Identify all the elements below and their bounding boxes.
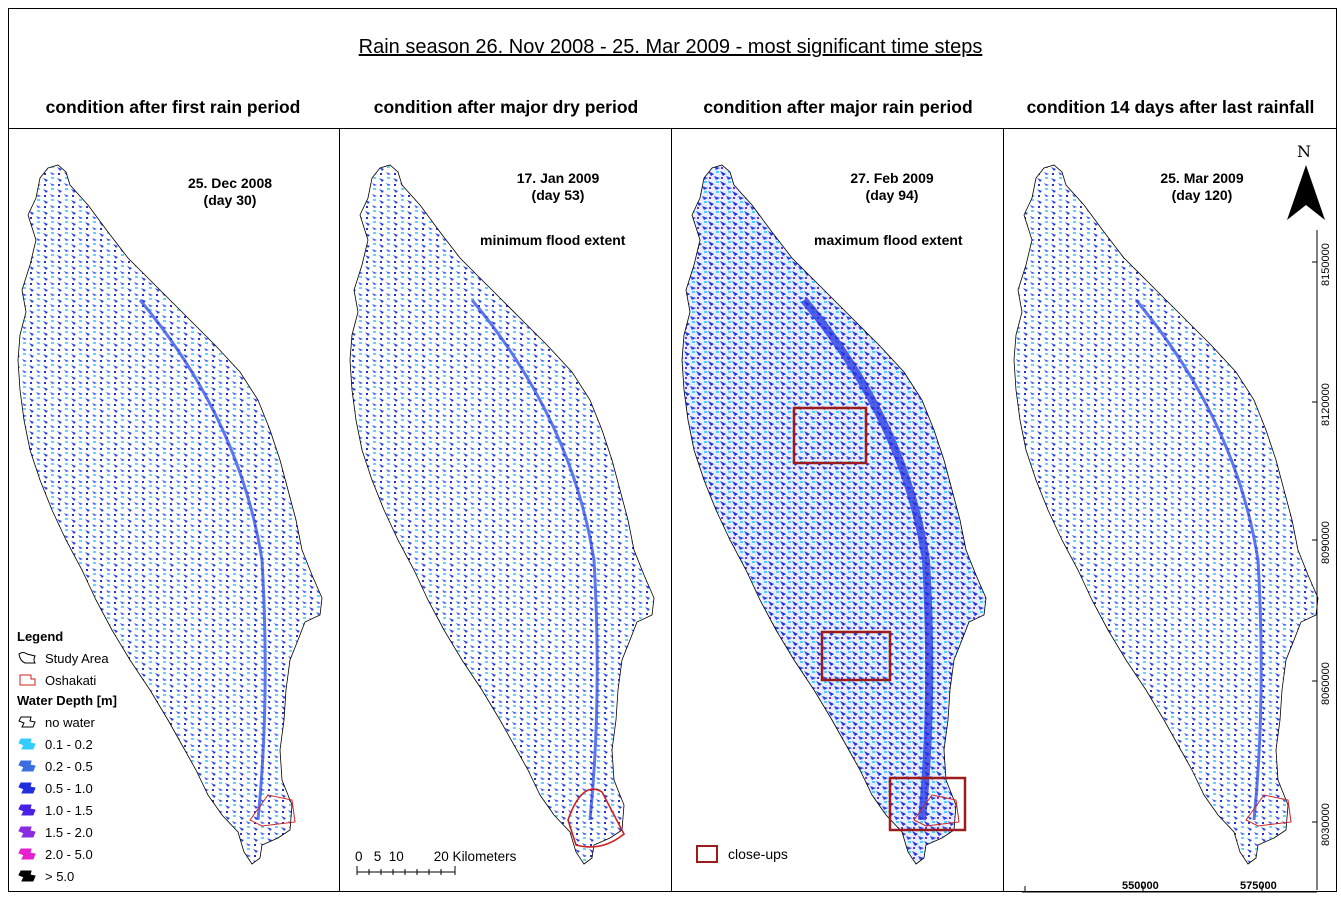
northing-tick-label: 8030000 xyxy=(1320,803,1332,846)
panel-3-date: 27. Feb 2009 (day 94) xyxy=(812,170,972,204)
day-label: (day 94) xyxy=(865,187,919,203)
legend-oshakati: Oshakati xyxy=(17,669,117,691)
closeup-box xyxy=(820,630,892,682)
oshakati-outline xyxy=(567,788,626,848)
map-frame xyxy=(8,8,1337,892)
depth-swatch-icon xyxy=(17,737,37,751)
legend-label: 0.5 - 1.0 xyxy=(45,780,93,796)
panel-4-heading: condition 14 days after last rainfall xyxy=(1026,97,1315,117)
day-label: (day 120) xyxy=(1171,187,1233,203)
study-area-outline xyxy=(1013,164,1319,865)
scale-ruler xyxy=(356,866,456,875)
study-area-outline xyxy=(349,164,655,865)
northing-tick-label: 8060000 xyxy=(1320,662,1332,705)
northing-tick-label: 8090000 xyxy=(1320,521,1332,564)
legend-depth-title: Water Depth [m] xyxy=(17,693,117,708)
north-label: N xyxy=(1297,142,1311,161)
main-title: Rain season 26. Nov 2008 - 25. Mar 2009 … xyxy=(358,36,983,58)
closeups-legend: close-ups xyxy=(696,845,788,863)
easting-tick-label: 575000 xyxy=(1240,880,1277,892)
scale-bar: 0 5 10 20 Kilometers xyxy=(355,849,516,879)
closeup-box xyxy=(792,406,868,465)
scale-labels: 0 5 10 20 Kilometers xyxy=(355,849,517,864)
oshakati-outline xyxy=(249,794,296,827)
date-label: 25. Mar 2009 xyxy=(1160,170,1244,186)
legend-label: 1.0 - 1.5 xyxy=(45,802,93,818)
depth-swatch-icon xyxy=(17,825,37,839)
legend-class: 0.1 - 0.2 xyxy=(17,733,117,755)
date-label: 25. Dec 2008 xyxy=(187,175,273,191)
oshakati-outline xyxy=(913,794,960,827)
panel-divider xyxy=(339,128,340,892)
north-arrow-icon xyxy=(1287,165,1325,220)
legend-class: 0.2 - 0.5 xyxy=(17,755,117,777)
legend-label: 0.1 - 0.2 xyxy=(45,736,93,752)
oshakati-outline xyxy=(1245,794,1292,827)
legend-class: 0.5 - 1.0 xyxy=(17,777,117,799)
legend-class: 1.5 - 2.0 xyxy=(17,821,117,843)
legend-class: no water xyxy=(17,711,117,733)
legend-study-area: Study Area xyxy=(17,647,117,669)
flood-channel xyxy=(800,297,934,821)
closeup-box-icon xyxy=(696,845,718,863)
depth-swatch-icon xyxy=(17,869,37,883)
legend-class: > 5.0 xyxy=(17,865,117,887)
flood-channel xyxy=(1134,299,1263,821)
study-area-icon xyxy=(17,651,37,665)
legend-classes: no water 0.1 - 0.2 0.2 - 0.5 0.5 - 1.0 1.0 -… xyxy=(17,711,117,887)
panel-2-note: minimum flood extent xyxy=(480,232,626,248)
northing-tick-label: 8120000 xyxy=(1320,383,1332,426)
day-label: (day 30) xyxy=(203,192,257,208)
panel-1-heading: condition after first rain period xyxy=(45,97,301,117)
closeup-box xyxy=(888,776,967,832)
day-label: (day 53) xyxy=(531,187,585,203)
legend-label: > 5.0 xyxy=(45,868,75,884)
depth-swatch-icon xyxy=(17,715,37,729)
legend: Legend Study Area Oshakati Water Depth [… xyxy=(17,629,117,887)
panel-2-heading: condition after major dry period xyxy=(373,97,639,117)
study-area-outline xyxy=(681,164,987,865)
depth-swatch-icon xyxy=(17,759,37,773)
depth-swatch-icon xyxy=(17,781,37,795)
depth-swatch-icon xyxy=(17,847,37,861)
panel-divider xyxy=(1003,128,1004,892)
panel-4-date: 25. Mar 2009 (day 120) xyxy=(1122,170,1282,204)
header-divider xyxy=(8,128,1337,129)
panel-divider xyxy=(671,128,672,892)
panel-1-date: 25. Dec 2008 (day 30) xyxy=(150,175,310,209)
legend-label: 1.5 - 2.0 xyxy=(45,824,93,840)
legend-label: no water xyxy=(45,714,95,730)
panel-3-note: maximum flood extent xyxy=(814,232,963,248)
depth-swatch-icon xyxy=(17,803,37,817)
legend-label: Study Area xyxy=(45,650,109,666)
date-label: 27. Feb 2009 xyxy=(850,170,934,186)
flood-channel xyxy=(470,299,599,821)
legend-label: Oshakati xyxy=(45,672,97,688)
date-label: 17. Jan 2009 xyxy=(516,170,600,186)
study-area-outline xyxy=(17,164,323,865)
legend-class: 1.0 - 1.5 xyxy=(17,799,117,821)
panel-2-date: 17. Jan 2009 (day 53) xyxy=(478,170,638,204)
legend-class: 2.0 - 5.0 xyxy=(17,843,117,865)
panel-3-heading: condition after major rain period xyxy=(703,97,973,117)
closeups-label: close-ups xyxy=(728,846,788,862)
legend-label: 2.0 - 5.0 xyxy=(45,846,93,862)
easting-tick-label: 550000 xyxy=(1122,880,1159,892)
flood-channel xyxy=(138,299,267,821)
legend-label: 0.2 - 0.5 xyxy=(45,758,93,774)
legend-title: Legend xyxy=(17,629,64,644)
northing-tick-label: 8150000 xyxy=(1320,243,1332,286)
oshakati-icon xyxy=(17,673,37,687)
